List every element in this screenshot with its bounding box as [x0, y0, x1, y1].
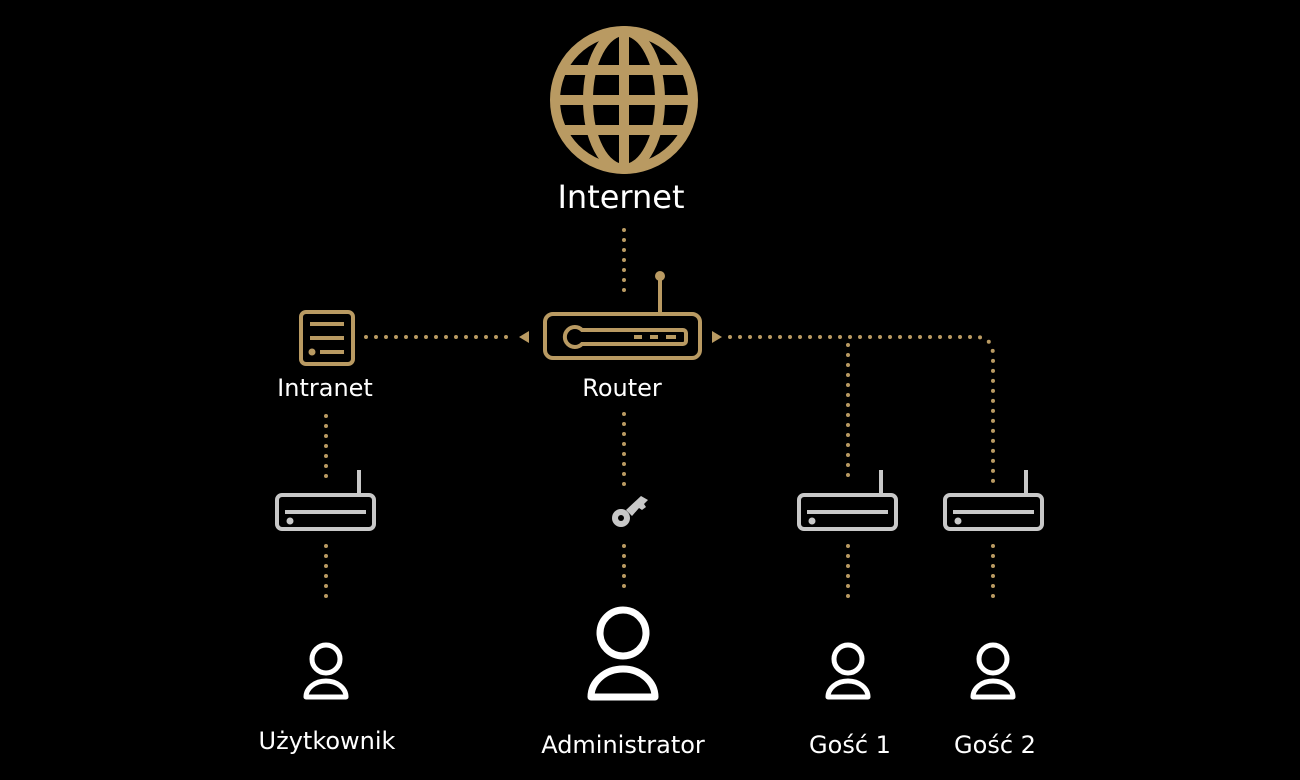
admin-user-icon[interactable] [587, 606, 659, 701]
link-router-guests [728, 335, 995, 487]
internet-label: Internet [557, 178, 685, 216]
access-point-icon[interactable] [275, 470, 376, 531]
router-icon[interactable] [543, 271, 702, 360]
user-icon[interactable] [825, 642, 871, 700]
arrow-left-icon [519, 331, 529, 343]
user-icon[interactable] [970, 642, 1016, 700]
users [303, 606, 1016, 701]
access-point-icon[interactable] [943, 470, 1044, 531]
connections [324, 228, 995, 606]
globe-icon [550, 26, 698, 174]
user-label: Użytkownik [258, 727, 396, 755]
guest2-label: Gość 2 [954, 731, 1036, 759]
arrow-right-icon [712, 331, 722, 343]
guest1-label: Gość 1 [809, 731, 891, 759]
user-icon[interactable] [303, 642, 349, 700]
server-icon[interactable] [299, 310, 355, 366]
key-icon [612, 496, 648, 527]
router-label: Router [582, 374, 662, 402]
admin-label: Administrator [541, 731, 705, 759]
access-point-icon[interactable] [797, 470, 898, 531]
intranet-label: Intranet [277, 374, 373, 402]
